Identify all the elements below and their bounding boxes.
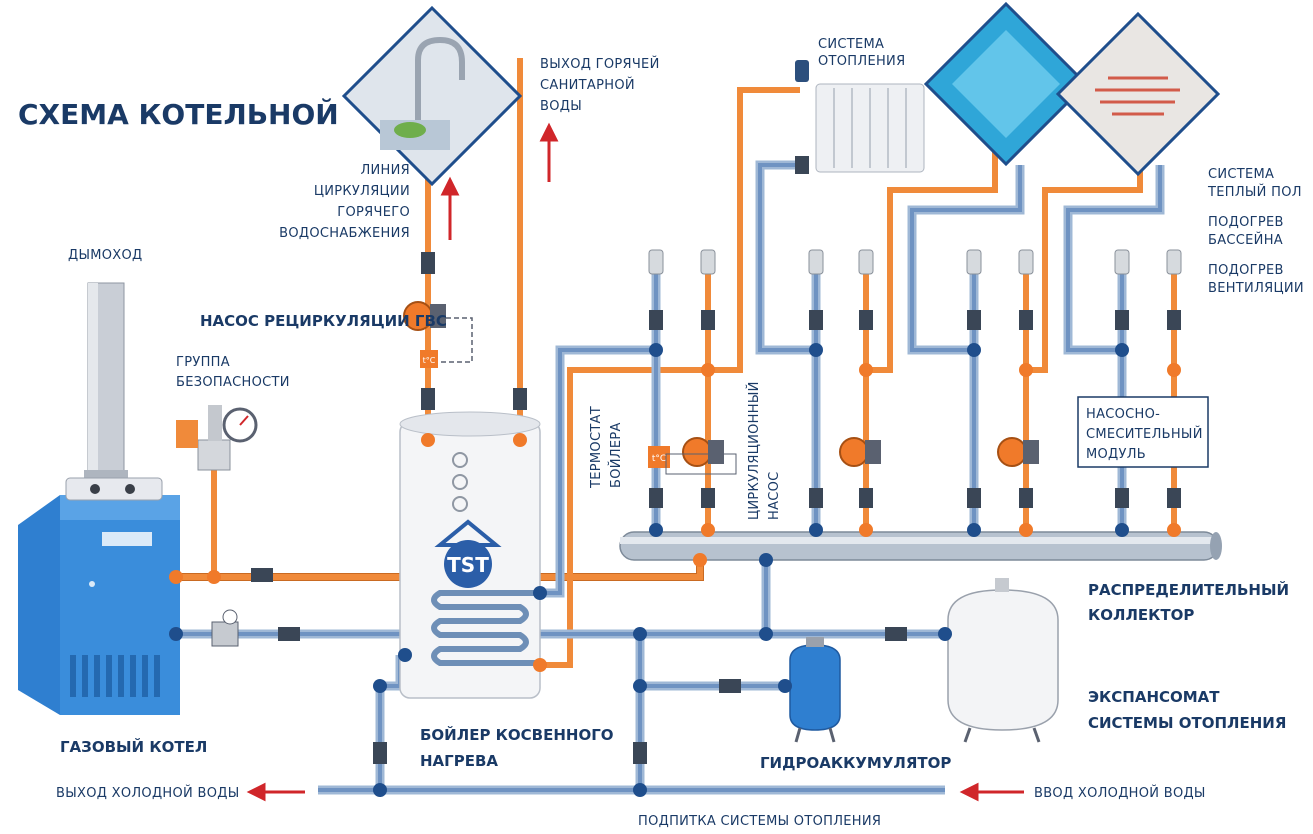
air-vents	[648, 249, 1182, 275]
svg-text:ОТОПЛЕНИЯ: ОТОПЛЕНИЯ	[818, 54, 905, 69]
svg-text:МОДУЛЬ: МОДУЛЬ	[1086, 447, 1146, 462]
distribution-manifold	[619, 531, 1222, 561]
svg-text:СИСТЕМЫ ОТОПЛЕНИЯ: СИСТЕМЫ ОТОПЛЕНИЯ	[1088, 714, 1286, 732]
label-circulation-pump: ЦИРКУЛЯЦИОННЫЙ НАСОС	[746, 381, 782, 520]
floor-heating-diamond	[1055, 11, 1221, 177]
svg-text:ВОДЫ: ВОДЫ	[540, 99, 582, 114]
filter-valve	[211, 609, 239, 647]
svg-text:ВЫХОД ГОРЯЧЕЙ: ВЫХОД ГОРЯЧЕЙ	[540, 56, 660, 72]
svg-text:ТЕПЛЫЙ ПОЛ: ТЕПЛЫЙ ПОЛ	[1207, 184, 1302, 200]
svg-text:ВЕНТИЛЯЦИИ: ВЕНТИЛЯЦИИ	[1208, 281, 1304, 296]
nodes-blue	[169, 343, 1129, 797]
svg-text:ПОДОГРЕВ: ПОДОГРЕВ	[1208, 263, 1284, 278]
svg-text:ГОРЯЧЕГО: ГОРЯЧЕГО	[337, 205, 410, 220]
hydro-accumulator	[789, 637, 841, 743]
dhw-recirculation-pump: t°C	[403, 301, 473, 368]
svg-text:ПОДОГРЕВ: ПОДОГРЕВ	[1208, 215, 1284, 230]
svg-text:ЦИРКУЛЯЦИИ: ЦИРКУЛЯЦИИ	[314, 184, 410, 199]
label-circulation-line: ЛИНИЯ ЦИРКУЛЯЦИИ ГОРЯЧЕГО ВОДОСНАБЖЕНИЯ	[279, 163, 410, 241]
svg-text:НАСОСНО-: НАСОСНО-	[1086, 407, 1160, 422]
pool-diamond	[923, 1, 1089, 167]
label-gas-boiler: ГАЗОВЫЙ КОТЕЛ	[60, 737, 207, 756]
svg-text:РАСПРЕДЕЛИТЕЛЬНЫЙ: РАСПРЕДЕЛИТЕЛЬНЫЙ	[1088, 580, 1289, 599]
hot-pipes	[180, 58, 1177, 668]
svg-text:БЕЗОПАСНОСТИ: БЕЗОПАСНОСТИ	[176, 375, 290, 390]
svg-text:СМЕСИТЕЛЬНЫЙ: СМЕСИТЕЛЬНЫЙ	[1086, 426, 1203, 442]
indirect-boiler-tank: TST	[399, 411, 541, 699]
label-boiler-thermostat: ТЕРМОСТАТ БОЙЛЕРА	[589, 406, 624, 489]
svg-text:БАССЕЙНА: БАССЕЙНА	[1208, 232, 1283, 248]
label-ventilation-heating: ПОДОГРЕВ ВЕНТИЛЯЦИИ	[1208, 263, 1304, 296]
circulation-pump-2	[839, 437, 881, 467]
svg-text:НАСОС: НАСОС	[767, 471, 782, 520]
svg-text:БОЙЛЕР КОСВЕННОГО: БОЙЛЕР КОСВЕННОГО	[420, 725, 614, 744]
svg-text:t°C: t°C	[423, 356, 436, 365]
svg-text:ТЕРМОСТАТ: ТЕРМОСТАТ	[589, 406, 604, 489]
circulation-pump-1	[682, 437, 724, 467]
circulation-pump-3	[997, 437, 1039, 467]
label-pool-heating: ПОДОГРЕВ БАССЕЙНА	[1208, 215, 1284, 248]
label-chimney: ДЫМОХОД	[68, 248, 142, 263]
label-floor-heating: СИСТЕМА ТЕПЛЫЙ ПОЛ	[1207, 167, 1302, 200]
svg-text:СИСТЕМА: СИСТЕМА	[1208, 167, 1274, 182]
svg-text:ЦИРКУЛЯЦИОННЫЙ: ЦИРКУЛЯЦИОННЫЙ	[746, 381, 762, 520]
expansion-tank	[947, 578, 1059, 743]
label-hot-water-out: ВЫХОД ГОРЯЧЕЙ САНИТАРНОЙ ВОДЫ	[540, 56, 660, 114]
svg-text:КОЛЛЕКТОР: КОЛЛЕКТОР	[1088, 606, 1194, 624]
label-safety-group: ГРУППА БЕЗОПАСНОСТИ	[176, 355, 290, 390]
svg-text:НАГРЕВА: НАГРЕВА	[420, 752, 498, 770]
chimney	[84, 282, 128, 484]
svg-text:СИСТЕМА: СИСТЕМА	[818, 37, 884, 52]
svg-text:ЭКСПАНСОМАТ: ЭКСПАНСОМАТ	[1088, 688, 1220, 706]
svg-text:ГРУППА: ГРУППА	[176, 355, 230, 370]
svg-text:ВОДОСНАБЖЕНИЯ: ВОДОСНАБЖЕНИЯ	[279, 226, 410, 241]
label-makeup: ПОДПИТКА СИСТЕМЫ ОТОПЛЕНИЯ	[638, 814, 881, 829]
safety-group	[176, 405, 258, 471]
nodes-orange	[169, 363, 1181, 672]
logo-text: TST	[447, 553, 489, 577]
svg-text:БОЙЛЕРА: БОЙЛЕРА	[608, 422, 624, 488]
flow-arrows	[246, 122, 1024, 802]
gas-boiler	[18, 477, 180, 715]
svg-text:ЛИНИЯ: ЛИНИЯ	[360, 163, 410, 178]
boiler-thermostat: t°C	[648, 446, 670, 468]
svg-text:t°C: t°C	[652, 454, 666, 464]
label-indirect-boiler: БОЙЛЕР КОСВЕННОГО НАГРЕВА	[420, 725, 614, 770]
label-cold-water-out: ВЫХОД ХОЛОДНОЙ ВОДЫ	[56, 785, 239, 801]
label-expansion-tank: ЭКСПАНСОМАТ СИСТЕМЫ ОТОПЛЕНИЯ	[1088, 688, 1286, 732]
tst-logo: TST	[434, 519, 502, 588]
valves	[251, 156, 1181, 764]
label-accumulator: ГИДРОАККУМУЛЯТОР	[760, 754, 951, 772]
diagram-title: СХЕМА КОТЕЛЬНОЙ	[18, 97, 339, 131]
radiator	[795, 60, 925, 173]
label-cold-water-in: ВВОД ХОЛОДНОЙ ВОДЫ	[1034, 785, 1206, 801]
label-manifold: РАСПРЕДЕЛИТЕЛЬНЫЙ КОЛЛЕКТОР	[1088, 580, 1289, 624]
label-mixing-module: НАСОСНО- СМЕСИТЕЛЬНЫЙ МОДУЛЬ	[1086, 407, 1203, 462]
mixing-module-box	[1077, 396, 1209, 468]
svg-text:САНИТАРНОЙ: САНИТАРНОЙ	[540, 77, 635, 93]
label-heating-system: СИСТЕМА ОТОПЛЕНИЯ	[818, 37, 905, 69]
label-dhw-pump: НАСОС РЕЦИРКУЛЯЦИИ ГВС	[200, 312, 447, 330]
faucet-diamond	[341, 5, 523, 187]
